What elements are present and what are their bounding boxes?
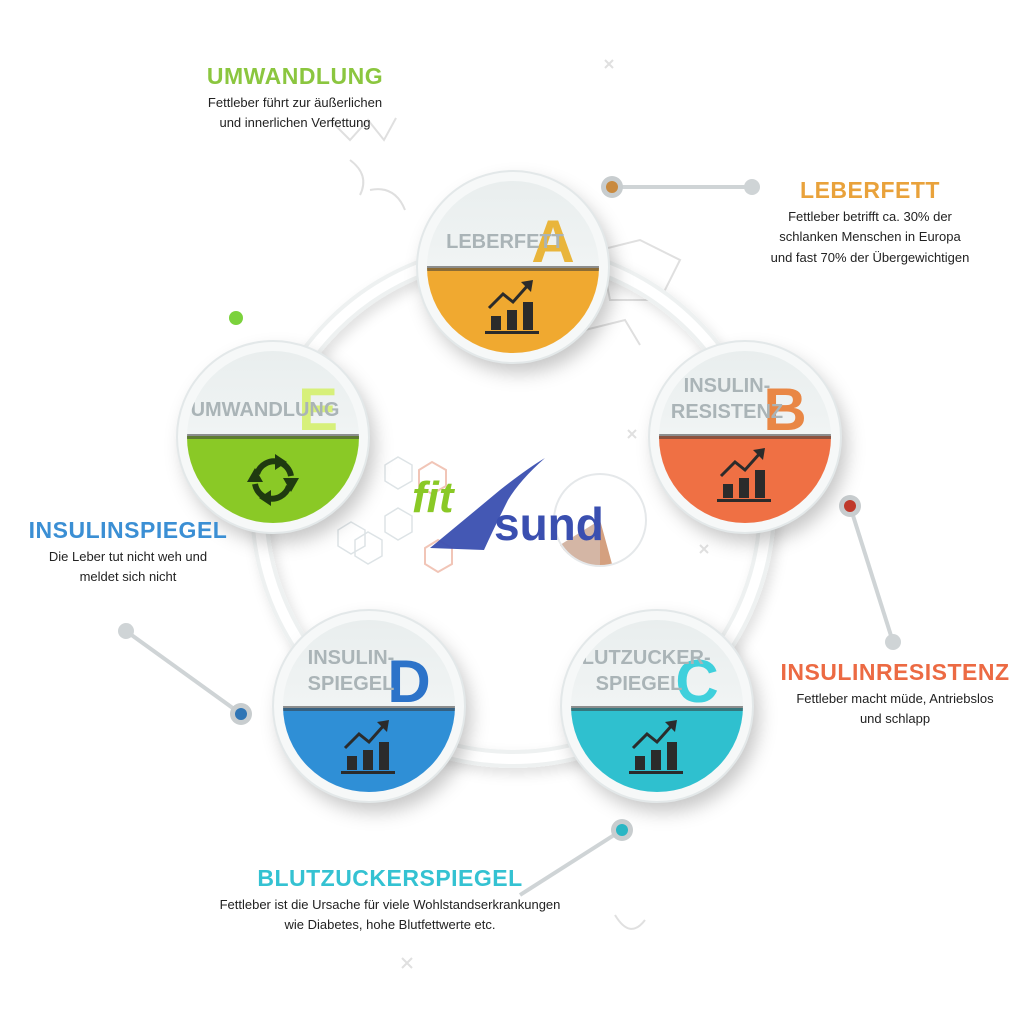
callout-blutzucker-desc: Fettleber ist die Ursache für viele Wohl… xyxy=(180,895,600,935)
callout-blutzucker: BLUTZUCKERSPIEGEL Fettleber ist die Ursa… xyxy=(180,865,600,936)
node-letter: E xyxy=(298,376,338,443)
growth-chart-icon xyxy=(717,448,771,502)
callout-line: Fettleber führt zur äußerlichen xyxy=(207,95,383,111)
callout-insulinresistenz: INSULINRESISTENZ Fettleber macht müde, A… xyxy=(770,659,1020,730)
callout-line: Fettleber betrifft ca. 30% der xyxy=(788,209,952,225)
node-label: RESISTENZ xyxy=(671,401,783,423)
node-label: LEBERFETT xyxy=(446,231,564,253)
growth-chart-icon xyxy=(629,720,683,774)
callout-umwandlung-desc: Fettleber führt zur äußerlichen und inne… xyxy=(150,93,440,133)
callout-insulinresistenz-desc: Fettleber macht müde, Antriebslos und sc… xyxy=(770,689,1020,729)
recycle-arrows-icon xyxy=(247,454,299,506)
callout-leberfett-desc: Fettleber betrifft ca. 30% der schlanken… xyxy=(735,207,1005,267)
growth-chart-icon xyxy=(485,280,539,334)
callout-insulinspiegel: INSULINSPIEGEL Die Leber tut nicht weh u… xyxy=(18,517,238,588)
callout-insulinresistenz-title: INSULINRESISTENZ xyxy=(780,659,1010,685)
dot-leberfett xyxy=(606,181,618,193)
background-doodles xyxy=(329,59,709,969)
growth-chart-icon xyxy=(341,720,395,774)
dot-blutzucker xyxy=(616,824,628,836)
node-label: BLUTZUCKER- xyxy=(567,647,710,669)
callout-line: und fast 70% der Übergewichtigen xyxy=(770,249,970,265)
connectors xyxy=(118,176,901,897)
callout-insulinspiegel-title: INSULINSPIEGEL xyxy=(28,517,228,543)
callout-line: Die Leber tut nicht weh und xyxy=(48,549,208,565)
callout-line: und innerlichen Verfettung xyxy=(219,115,371,131)
callout-umwandlung-title: UMWANDLUNG xyxy=(206,63,384,89)
node-letter: A xyxy=(531,208,574,275)
node-letter: B xyxy=(763,376,806,443)
logo-text-sund: sund xyxy=(494,498,604,550)
callout-insulinspiegel-desc: Die Leber tut nicht weh und meldet sich … xyxy=(18,547,238,587)
node-label: SPIEGEL xyxy=(308,673,395,695)
callout-line: und schlapp xyxy=(859,711,931,727)
callout-line: schlanken Menschen in Europa xyxy=(779,229,961,245)
callout-line: meldet sich nicht xyxy=(79,569,177,585)
node-letter: C xyxy=(675,648,718,715)
callout-leberfett-title: LEBERFETT xyxy=(800,177,940,203)
callout-line: Fettleber ist die Ursache für viele Wohl… xyxy=(219,897,561,913)
node-color-half xyxy=(659,436,831,523)
logo-text-fit: fit xyxy=(412,473,456,522)
nodes-layer: ALEBERFETTBINSULIN-RESISTENZCBLUTZUCKER-… xyxy=(176,170,842,803)
node-label: INSULIN- xyxy=(308,647,395,669)
dot-insulinresistenz xyxy=(844,500,856,512)
fitsund-logo: fit sund xyxy=(337,456,647,574)
node-letter: D xyxy=(387,648,430,715)
dot-umwandlung xyxy=(229,311,243,325)
dot-insulinspiegel xyxy=(235,708,247,720)
node-label: UMWANDLUNG xyxy=(191,399,340,421)
callout-line: Fettleber macht müde, Antriebslos xyxy=(796,691,994,707)
callout-blutzucker-title: BLUTZUCKERSPIEGEL xyxy=(257,865,523,891)
node-label: SPIEGEL xyxy=(596,673,683,695)
callout-leberfett: LEBERFETT Fettleber betrifft ca. 30% der… xyxy=(735,177,1005,268)
callout-umwandlung: UMWANDLUNG Fettleber führt zur äußerlich… xyxy=(150,63,440,134)
callout-line: wie Diabetes, hohe Blutfettwerte etc. xyxy=(284,917,496,933)
node-label: INSULIN- xyxy=(684,375,771,397)
